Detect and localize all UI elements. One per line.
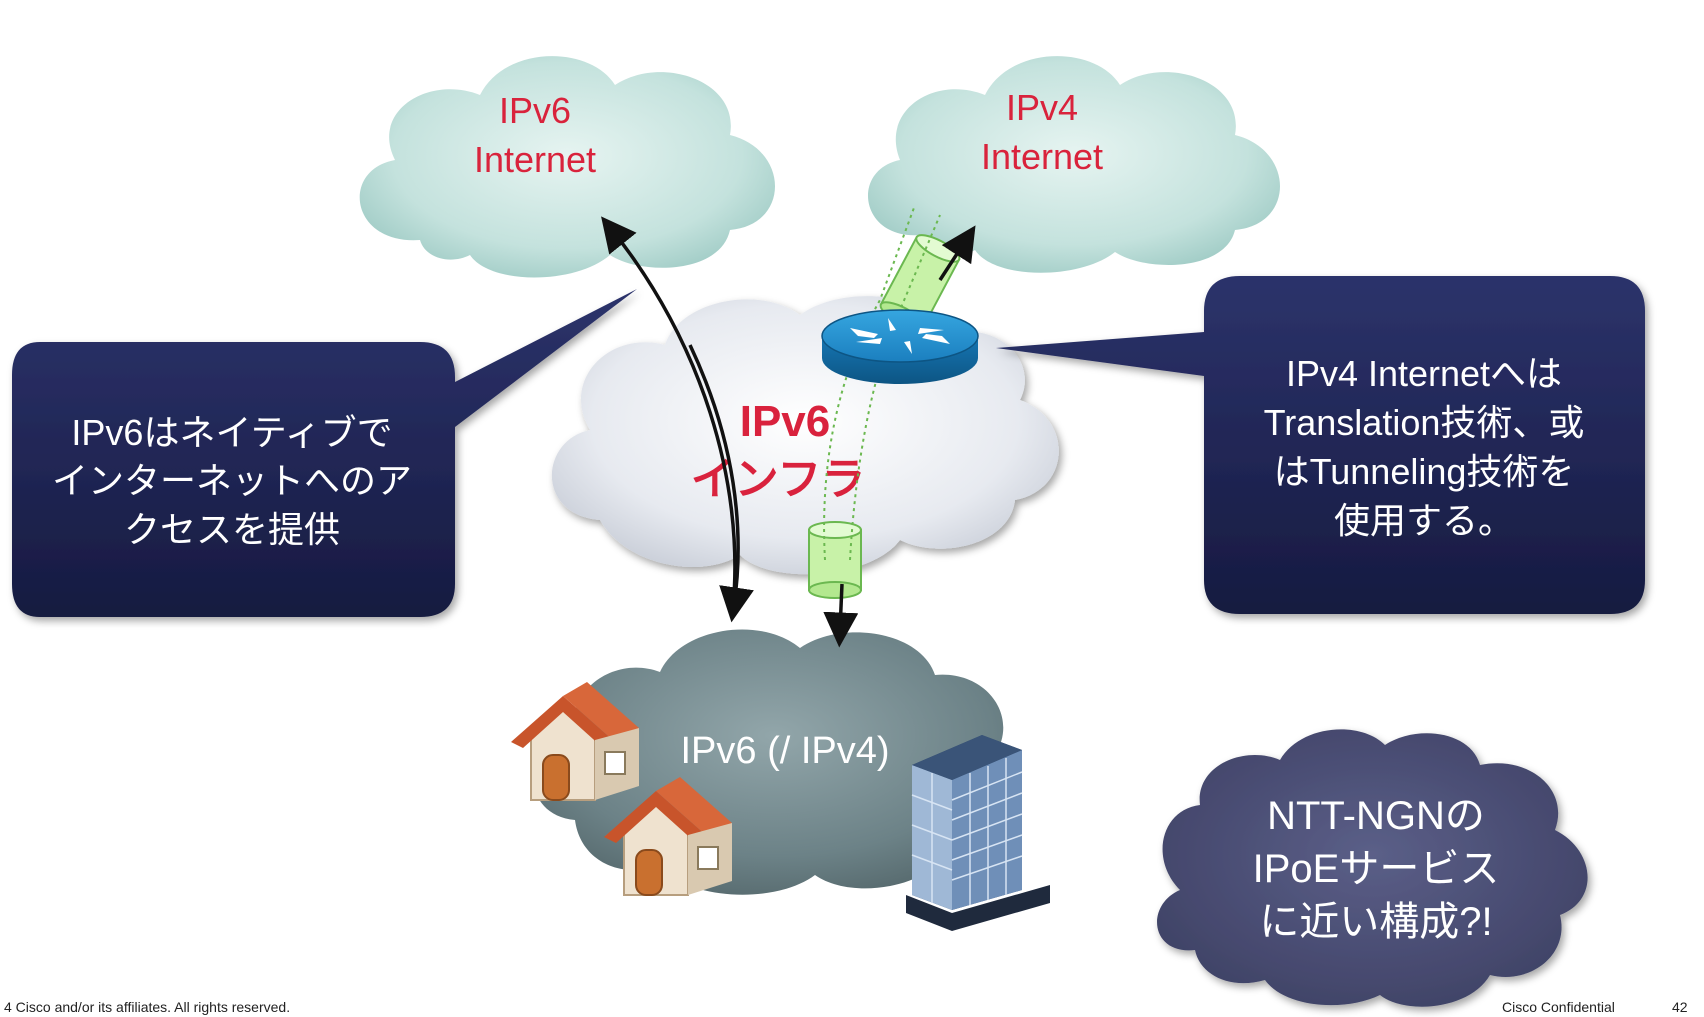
callout-left-line1: IPv6はネイティブで — [71, 412, 392, 453]
house-icon — [511, 682, 639, 801]
note-line2: IPoEサービス — [1253, 847, 1500, 891]
footer-copyright: 4 Cisco and/or its affiliates. All right… — [4, 999, 291, 1015]
footer-confidential: Cisco Confidential — [1502, 999, 1615, 1015]
ipv6-access-label: IPv6 (/ IPv4) — [680, 730, 889, 772]
callout-right-line3: はTunneling技術を — [1274, 451, 1575, 492]
ipv6-native-path-arrow — [601, 216, 754, 623]
note-cloud: NTT-NGNの IPoEサービス に近い構成?! — [1157, 729, 1588, 1007]
ipv6-internet-label-line1: IPv6 — [499, 90, 571, 131]
ipv6-internet-cloud: IPv6 Internet — [359, 56, 775, 278]
ipv6-infra-label-line1: IPv6 — [740, 397, 831, 446]
tunnel-lower — [808, 521, 862, 599]
note-line3: に近い構成?! — [1259, 900, 1492, 944]
office-building-icon — [906, 735, 1050, 931]
callout-right-line4: 使用する。 — [1334, 500, 1514, 541]
ipv6-infra-cloud: IPv6 インフラ — [551, 296, 1059, 575]
callout-left-line3: クセスを提供 — [124, 509, 340, 550]
note-line1: NTT-NGNの — [1267, 794, 1485, 838]
ipv4-internet-label-line1: IPv4 — [1006, 87, 1078, 128]
callout-ipv4-translation: IPv4 Internetへは Translation技術、或 はTunneli… — [996, 276, 1645, 614]
callout-right-line1: IPv4 Internetへは — [1286, 353, 1562, 394]
callout-right-line2: Translation技術、或 — [1264, 402, 1585, 443]
router-icon — [821, 309, 979, 384]
ipv6-infra-label-line2: インフラ — [691, 455, 866, 504]
footer-page-number: 42 — [1672, 999, 1688, 1015]
ipv4-internet-cloud: IPv4 Internet — [867, 56, 1280, 273]
ipv6-internet-label-line2: Internet — [474, 139, 596, 180]
tunnel-arrow — [823, 225, 976, 648]
callout-ipv6-native: IPv6はネイティブで インターネットへのア クセスを提供 — [12, 289, 637, 617]
house-icon — [604, 777, 732, 896]
ipv4-internet-label-line2: Internet — [981, 136, 1103, 177]
callout-left-line2: インターネットへのア — [52, 460, 412, 501]
